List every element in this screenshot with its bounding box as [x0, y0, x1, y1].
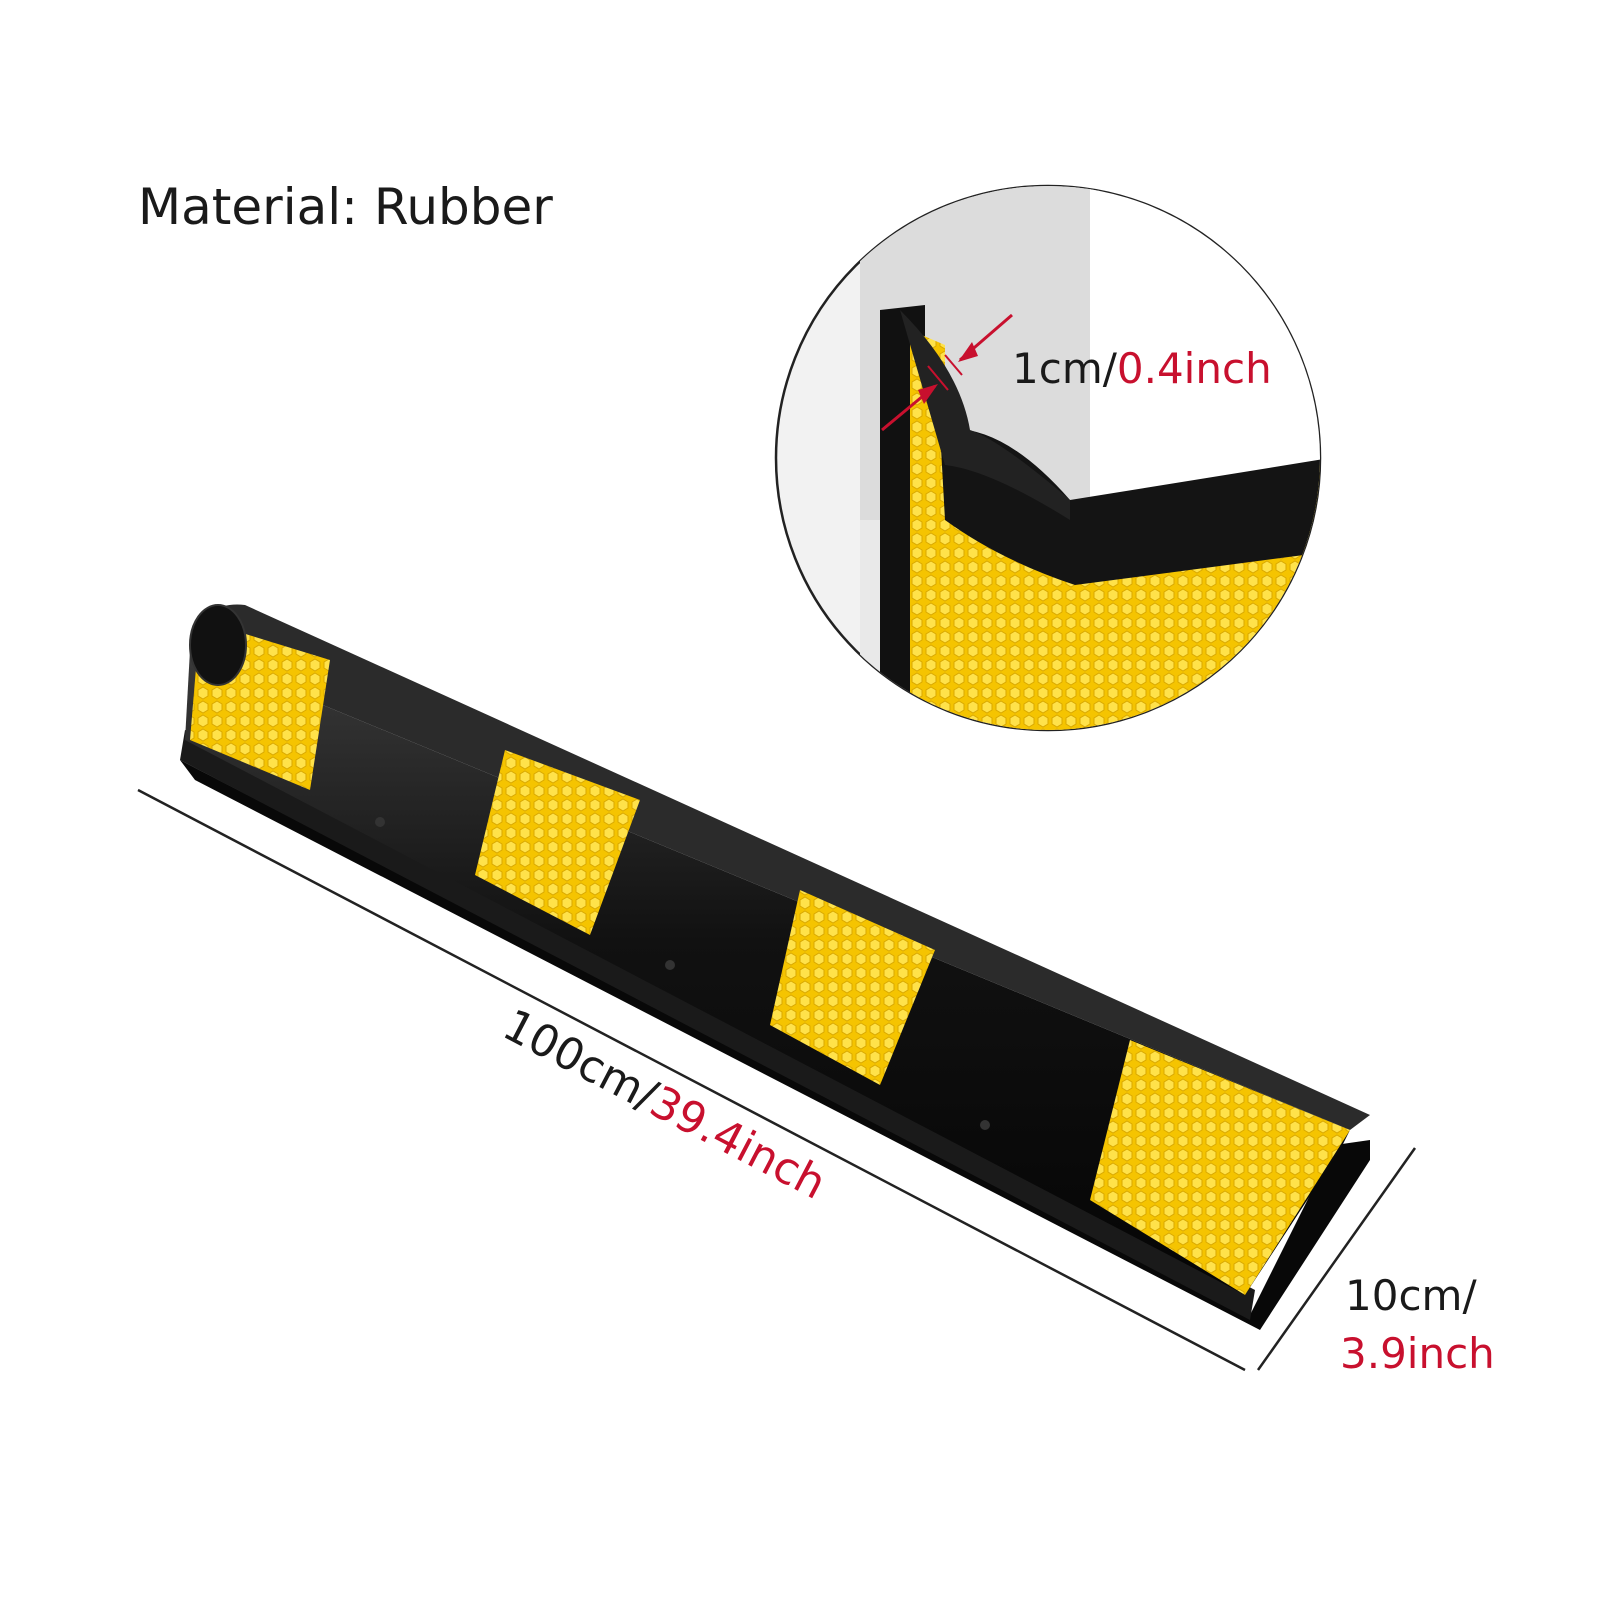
width-metric-label: 10cm/ — [1345, 1271, 1477, 1320]
thickness-imperial-label: 0.4inch — [1117, 344, 1272, 393]
length-metric-label: 100cm/ — [495, 1000, 666, 1122]
svg-text:1cm/0.4inch: 1cm/0.4inch — [1012, 344, 1272, 393]
reflective-band — [475, 750, 640, 935]
width-dimension-line — [1256, 1147, 1417, 1371]
length-imperial-label: 39.4inch — [642, 1076, 834, 1209]
reflective-band — [1090, 1040, 1350, 1295]
material-label: Material: Rubber — [138, 178, 553, 236]
thickness-metric-label: 1cm/ — [1012, 344, 1118, 393]
width-imperial-label: 3.9inch — [1340, 1329, 1495, 1378]
length-dimension-line — [137, 788, 1246, 1372]
detail-inset: 1cm/0.4inch — [774, 184, 1322, 732]
reflective-band — [770, 890, 935, 1085]
corner-guard — [180, 604, 1370, 1330]
